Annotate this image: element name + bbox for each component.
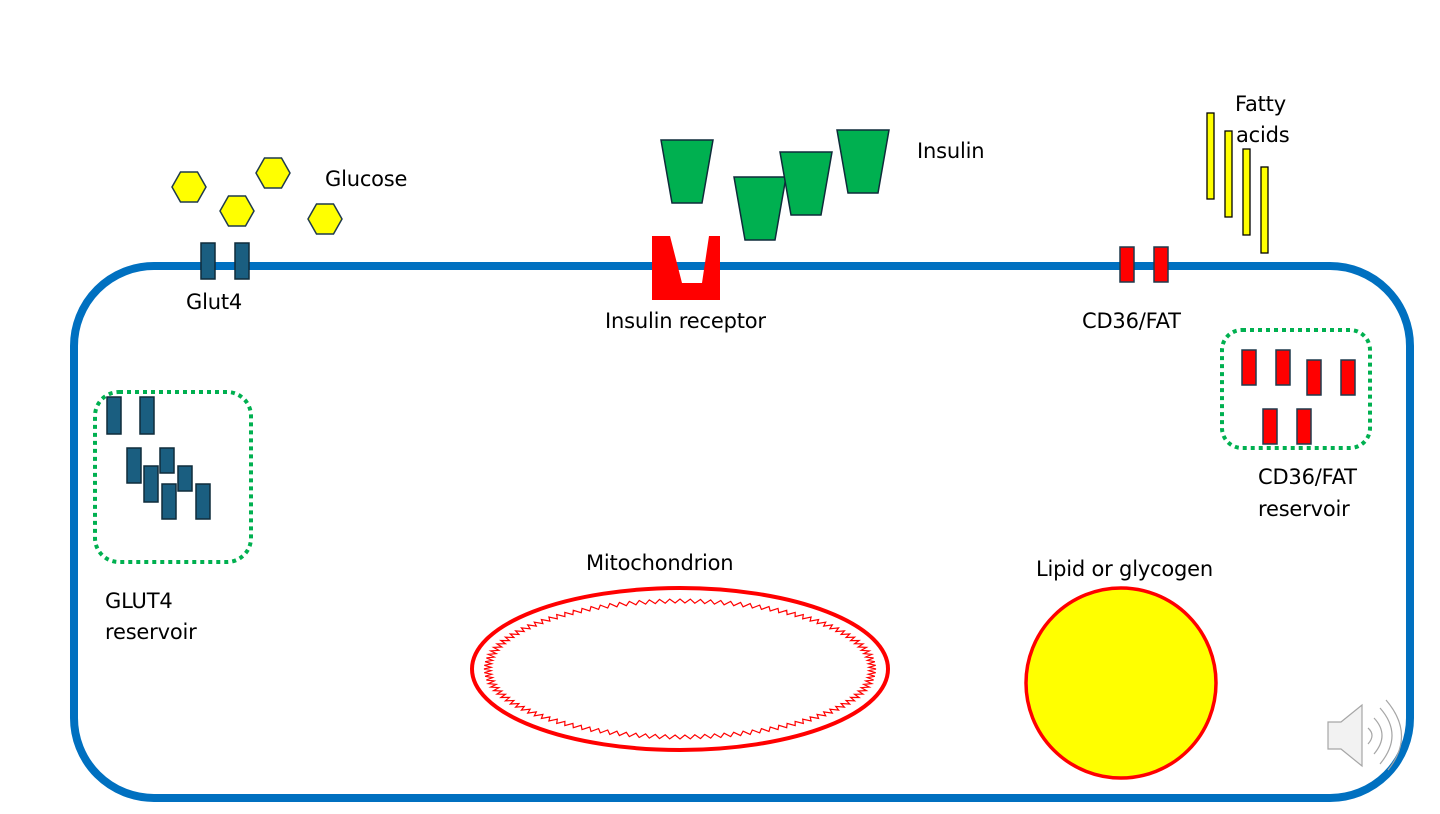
fatty-acid-chain xyxy=(1242,148,1251,236)
insulin-molecule xyxy=(779,151,833,216)
speaker-icon[interactable] xyxy=(1327,699,1403,771)
insulin-molecule xyxy=(660,139,714,204)
fatty-acids-label-line1: Fatty xyxy=(1235,92,1286,116)
fatty-acid-chains xyxy=(1206,112,1269,254)
glut4-reservoir xyxy=(93,390,253,564)
cd36-transporter xyxy=(1340,359,1356,396)
fatty-acid-chain xyxy=(1224,130,1233,218)
cd36-reservoir-label-line2: reservoir xyxy=(1258,497,1350,521)
glut4-reservoir-label-line1: GLUT4 xyxy=(105,589,173,613)
lipid-glycogen-droplet xyxy=(1024,586,1218,780)
cd36-reservoir-border xyxy=(1220,328,1372,450)
glucose-label: Glucose xyxy=(325,167,408,191)
cd36-transporter xyxy=(1262,408,1278,445)
glut4-transporter xyxy=(177,465,193,492)
insulin-receptor-shape xyxy=(652,236,720,300)
mitochondrion xyxy=(470,586,890,752)
glut4-transporter xyxy=(234,242,250,280)
glucose-molecules xyxy=(171,157,343,235)
cd36-reservoir-label-line1: CD36/FAT xyxy=(1258,465,1357,489)
cd36-transporter xyxy=(1306,359,1322,396)
cd36-transporter xyxy=(1119,246,1135,283)
fatty-acid-chain xyxy=(1260,166,1269,254)
cd36-transporter xyxy=(1275,349,1291,386)
fatty-acids-label-line2: acids xyxy=(1236,123,1290,147)
insulin-molecule xyxy=(836,129,890,194)
cd36-reservoir xyxy=(1220,328,1372,450)
glut4-transporter xyxy=(195,483,211,520)
cd36-transporter xyxy=(1296,408,1312,445)
mitochondrion-label: Mitochondrion xyxy=(586,551,734,575)
mitochondrion-outer-membrane xyxy=(470,586,890,752)
glut4-transporter xyxy=(126,447,142,484)
insulin-label: Insulin xyxy=(917,139,985,163)
glucose-molecule xyxy=(171,171,207,203)
cd36-transporter xyxy=(1153,246,1169,283)
glut4-reservoir-label-line2: reservoir xyxy=(105,620,197,644)
cd36-transporter xyxy=(1241,349,1257,386)
glucose-molecule xyxy=(219,195,255,227)
glut4-transporter xyxy=(200,242,216,280)
membrane-glut4-transporters xyxy=(200,242,250,280)
glut4-transporter xyxy=(161,483,177,520)
glut4-transporter xyxy=(159,447,175,474)
glucose-molecule xyxy=(307,203,343,235)
lipid-glycogen-label: Lipid or glycogen xyxy=(1036,557,1214,581)
mitochondrion-cristae xyxy=(483,598,877,740)
glut4-transporter xyxy=(139,396,155,435)
insulin-molecules xyxy=(660,129,890,241)
cell-membrane xyxy=(70,262,1414,802)
insulin-receptor-label: Insulin receptor xyxy=(605,309,766,333)
glucose-molecule xyxy=(255,157,291,189)
fatty-acid-chain xyxy=(1206,112,1215,200)
glut4-transporter xyxy=(106,396,122,435)
glut4-label: Glut4 xyxy=(186,290,243,314)
membrane-cd36-transporters xyxy=(1119,246,1169,283)
cd36-label: CD36/FAT xyxy=(1082,309,1181,333)
glut4-transporter xyxy=(143,465,159,503)
insulin-molecule xyxy=(733,176,787,241)
